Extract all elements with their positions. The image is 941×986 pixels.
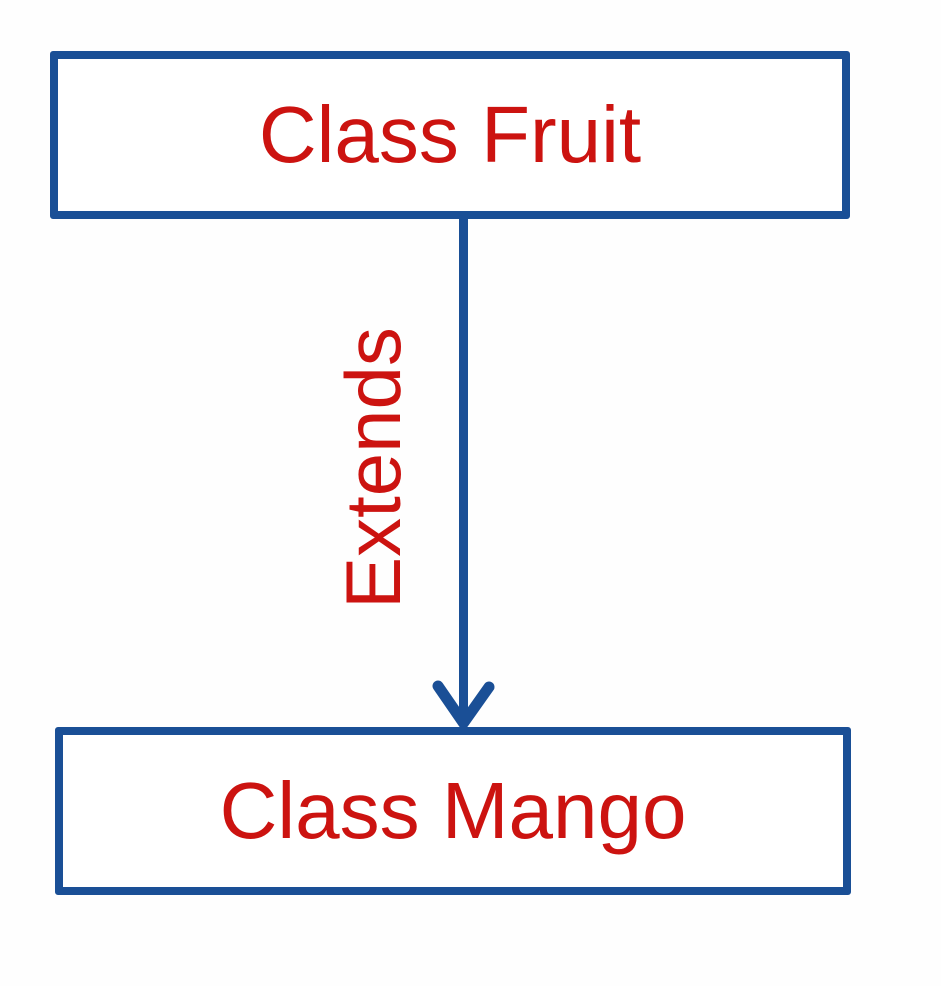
arrowhead-icon <box>432 680 495 729</box>
class-fruit-label: Class Fruit <box>258 90 642 179</box>
class-fruit-node: Class Fruit <box>50 51 850 219</box>
class-mango-label: Class Mango <box>219 766 687 855</box>
edge-label-extends: Extends <box>328 268 418 668</box>
extends-label-text: Extends <box>329 327 417 609</box>
class-mango-node: Class Mango <box>55 727 851 895</box>
